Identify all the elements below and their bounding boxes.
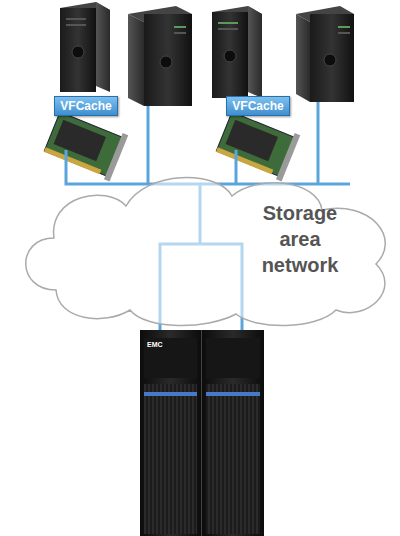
server-tower — [128, 6, 192, 106]
fibre-cable — [317, 102, 320, 184]
pcie-card — [215, 108, 300, 181]
cache-label: VFCache — [226, 96, 290, 116]
cloud-outline — [14, 166, 396, 330]
storage-array — [140, 330, 264, 536]
server-tower — [296, 6, 354, 102]
server-tower — [212, 6, 262, 98]
cloud-shape — [26, 178, 386, 326]
product-label: VFCache — [60, 99, 111, 113]
server-tower — [60, 2, 110, 92]
fibre-cable — [147, 106, 150, 184]
brand-logo: EMC — [147, 341, 163, 348]
fibre-cable — [235, 150, 238, 184]
network-cloud: Storage area network — [14, 166, 396, 330]
product-label: VFCache — [232, 99, 283, 113]
cache-label: VFCache — [54, 96, 118, 116]
network-label: Storage area network — [254, 200, 346, 278]
fibre-cable — [66, 150, 350, 184]
pcie-card — [43, 108, 128, 181]
